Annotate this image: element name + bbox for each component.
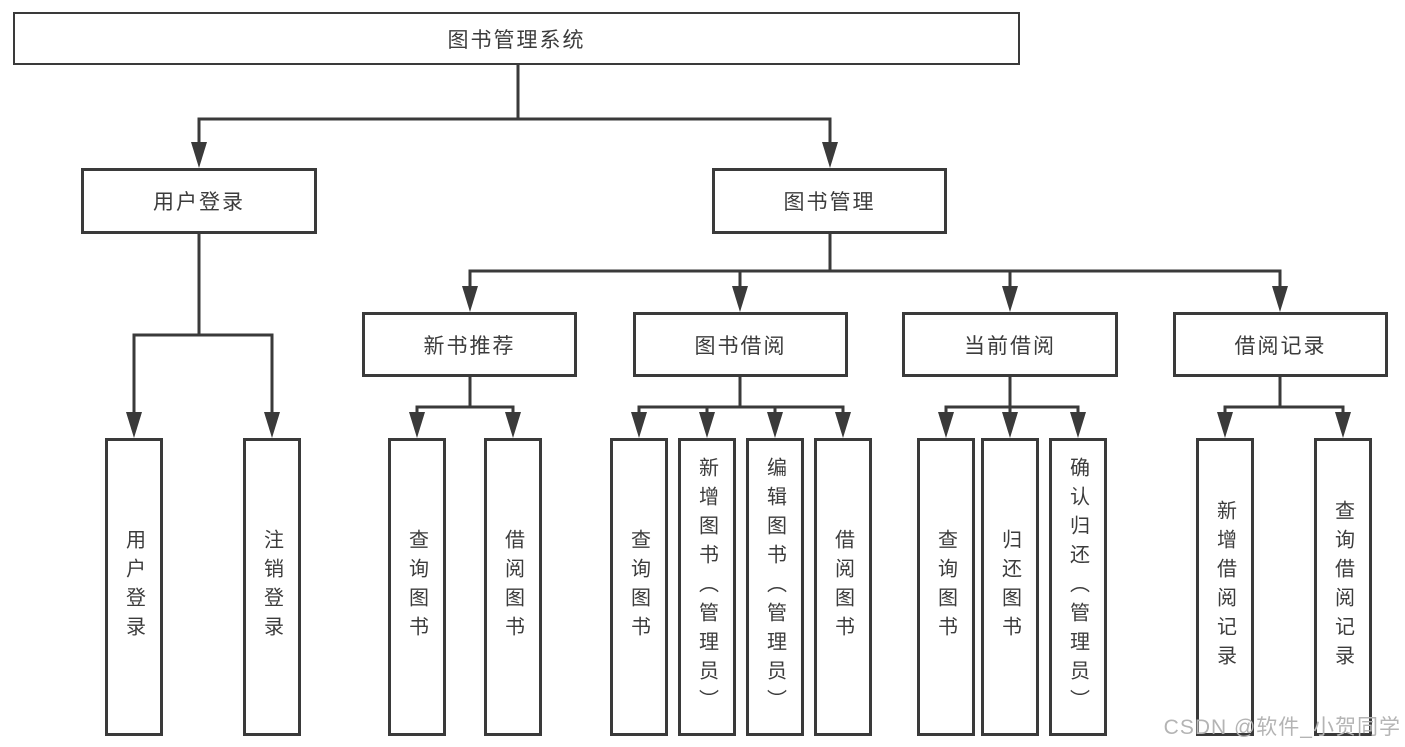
node-borrowing-records: 借阅记录 [1173, 312, 1388, 377]
node-current-borrowing: 当前借阅 [902, 312, 1118, 377]
leaf-logout: 注销登录 [243, 438, 301, 736]
leaf-current-return-books: 归还图书 [981, 438, 1039, 736]
leaf-borrowing-borrow-books: 借阅图书 [814, 438, 872, 736]
leaf-records-query-borrow-record: 查询借阅记录 [1314, 438, 1372, 736]
watermark: CSDN @软件_小贺同学 [1163, 716, 1401, 739]
node-library-management-system: 图书管理系统 [13, 12, 1020, 65]
leaf-user-login: 用户登录 [105, 438, 163, 736]
node-book-borrowing: 图书借阅 [633, 312, 848, 377]
leaf-current-confirm-return-admin: 确认归还（管理员） [1049, 438, 1107, 736]
leaf-recommend-borrow-books: 借阅图书 [484, 438, 542, 736]
leaf-borrowing-edit-books-admin: 编辑图书（管理员） [746, 438, 804, 736]
leaf-recommend-query-books: 查询图书 [388, 438, 446, 736]
node-book-management: 图书管理 [712, 168, 947, 234]
leaf-records-add-borrow-record: 新增借阅记录 [1196, 438, 1254, 736]
leaf-current-query-books: 查询图书 [917, 438, 975, 736]
leaf-borrowing-query-books: 查询图书 [610, 438, 668, 736]
node-user-login: 用户登录 [81, 168, 317, 234]
node-new-book-recommend: 新书推荐 [362, 312, 577, 377]
leaf-borrowing-add-books-admin: 新增图书（管理员） [678, 438, 736, 736]
